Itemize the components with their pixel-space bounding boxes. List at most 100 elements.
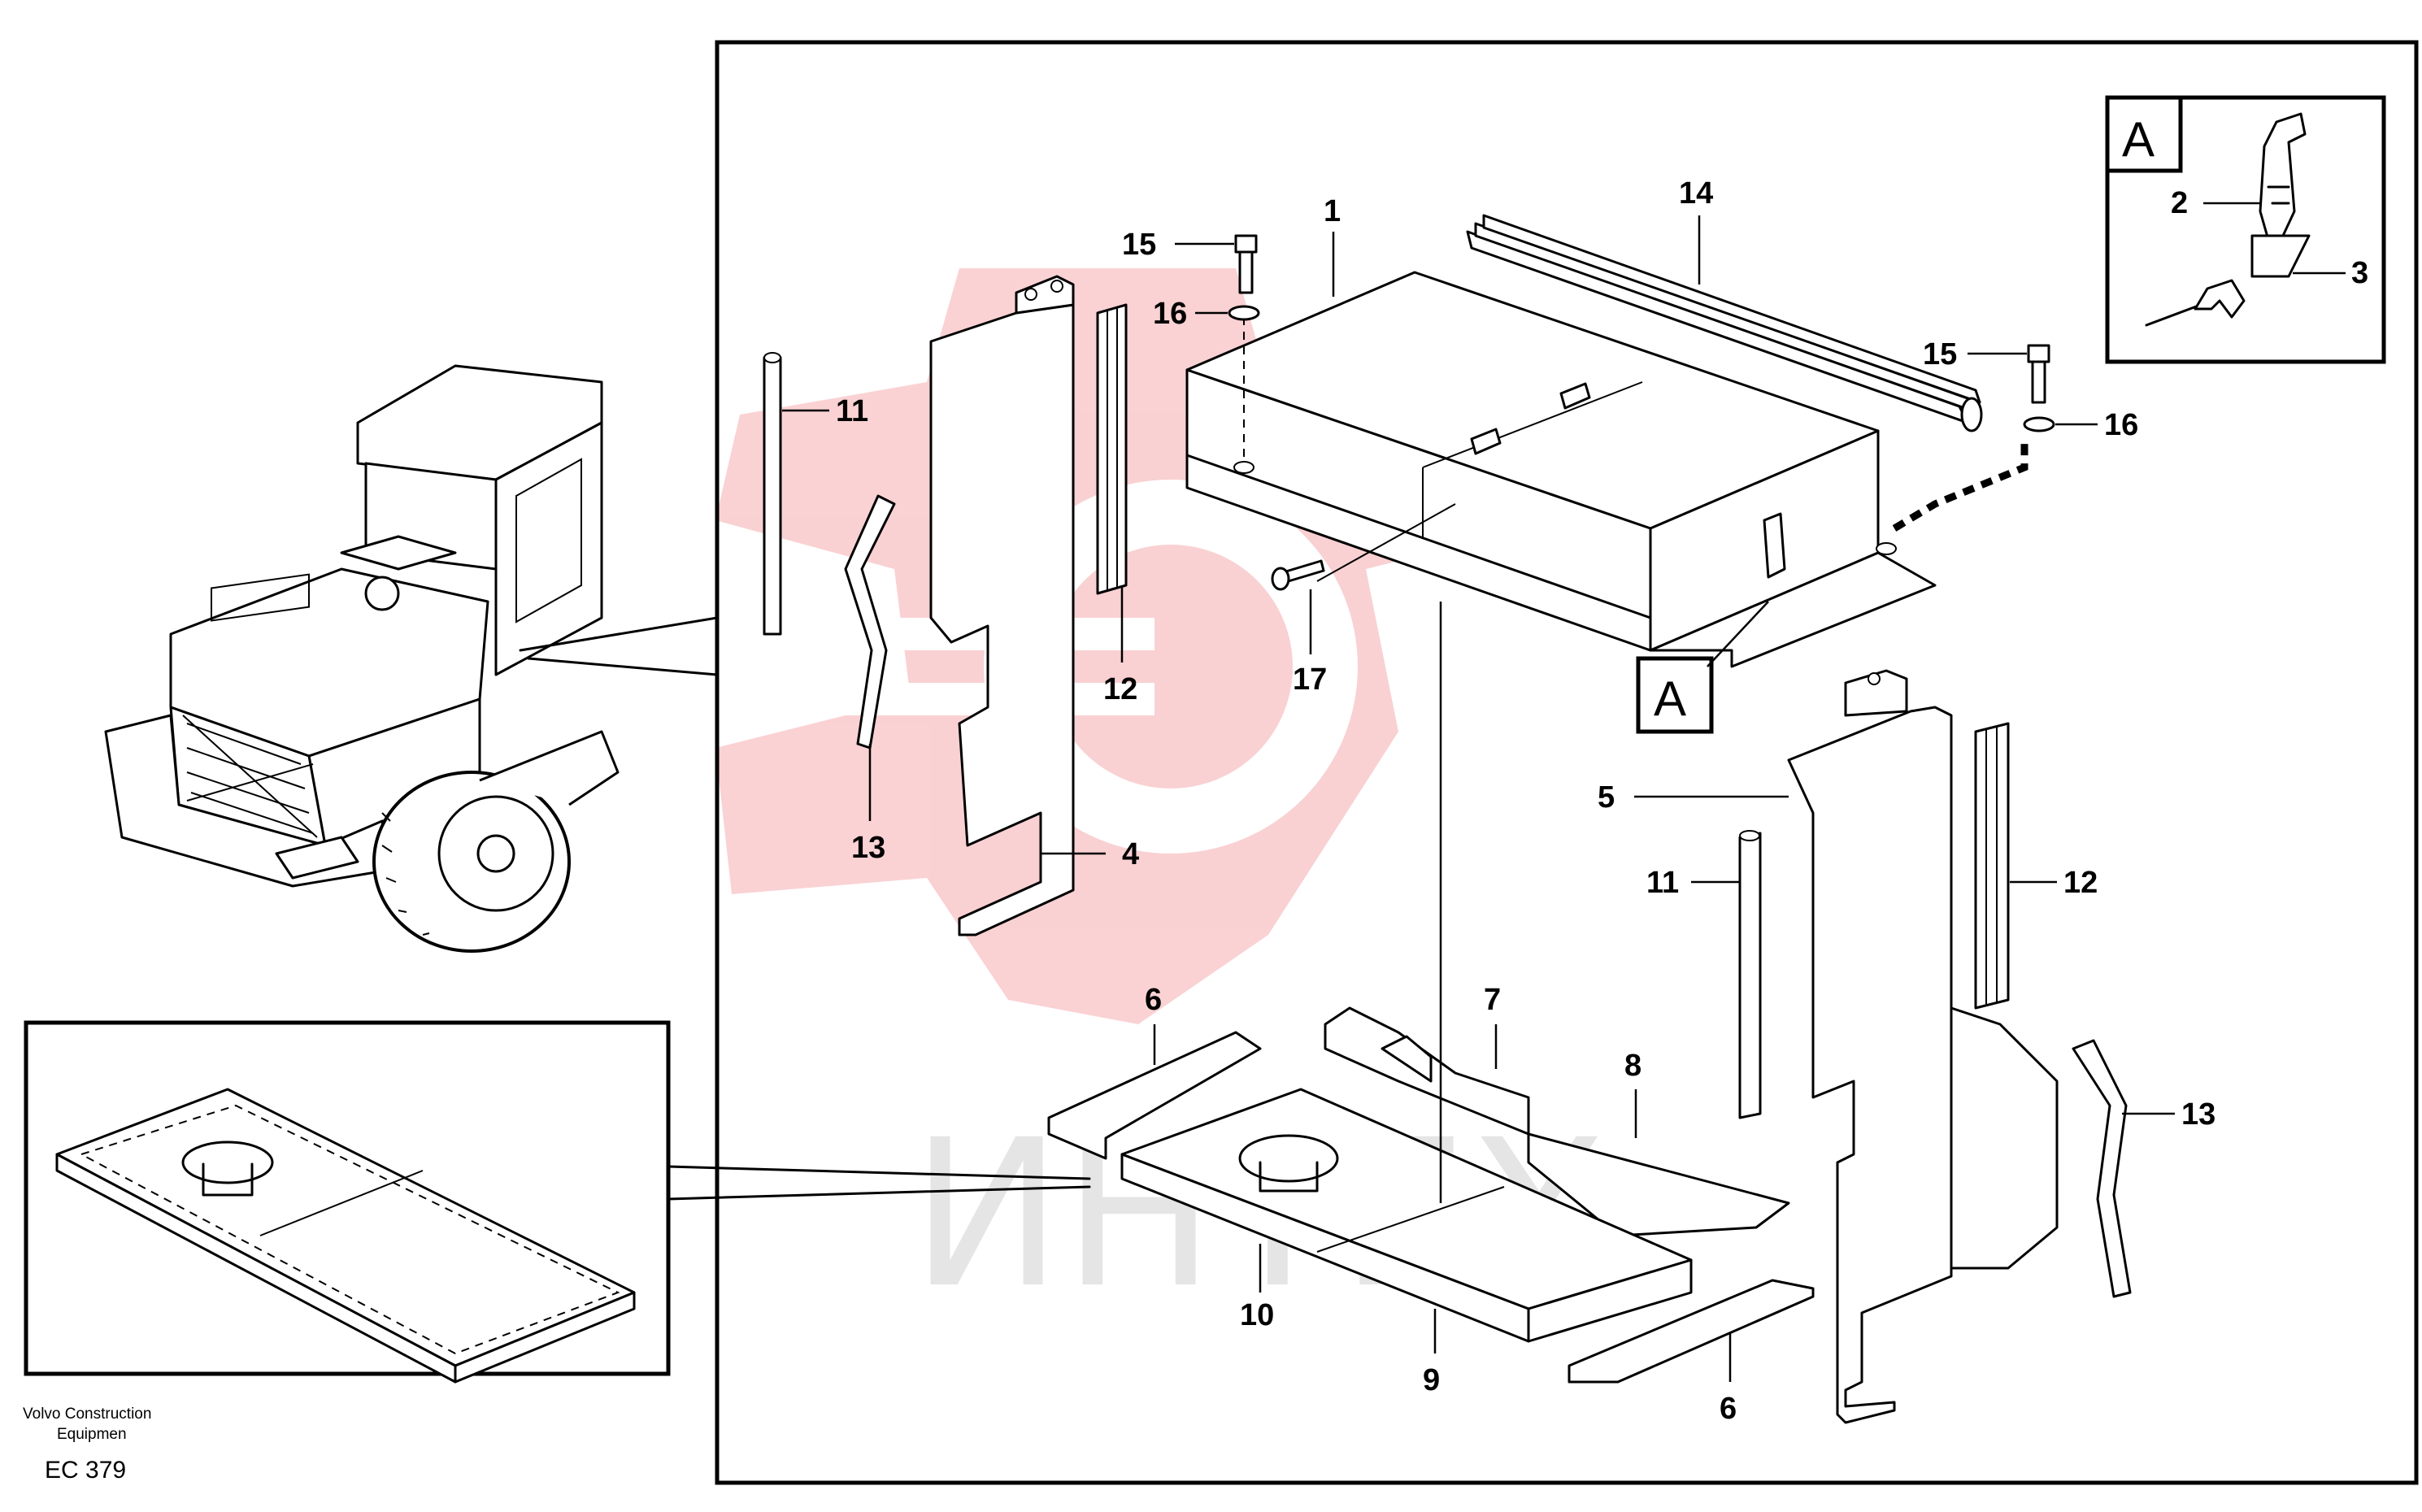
bracket-hole [1024, 288, 1037, 301]
grille-slats [186, 723, 314, 834]
cab-side [494, 421, 603, 676]
part-10-mat-hole [1238, 1134, 1339, 1183]
bracket-hole [1050, 280, 1063, 293]
part-5-flap [1950, 1006, 2059, 1270]
part-16-washer-left [1228, 305, 1260, 321]
detail-view-label-box [2105, 95, 2183, 173]
callout-5: 5 [1598, 780, 1615, 815]
callout-11b: 11 [1646, 866, 1679, 900]
part-5-bracket [1844, 669, 1908, 717]
callout-11a: 11 [836, 394, 868, 428]
zoom-line-mat-top [667, 1165, 1091, 1180]
tire-treads [381, 812, 430, 936]
latch-catch [2250, 234, 2311, 278]
part-16-washer-right [2023, 416, 2055, 432]
lid-hinge [1470, 428, 1502, 455]
wheel-loader-illustration [104, 364, 620, 953]
cable-tube-end [1960, 397, 1983, 432]
mat-detail-seam [259, 1170, 424, 1236]
mat-detail-hole-wall [202, 1162, 254, 1197]
part-7-cutout [1381, 1035, 1433, 1083]
rubber-strip-grooves [1985, 727, 1998, 1006]
callout-16a: 16 [1153, 297, 1187, 331]
part-9-mat-edge-right [1527, 1258, 1693, 1343]
engine-vent [211, 573, 310, 622]
watermark-gear-core [1049, 545, 1293, 789]
callout-8: 8 [1624, 1049, 1641, 1083]
part-6-block [1047, 1031, 1262, 1160]
callout-4: 4 [1122, 837, 1139, 871]
maker-line-1: Volvo Construction [23, 1406, 151, 1423]
mat-detail-dashed-outline [79, 1104, 620, 1355]
bolt-shank [2031, 360, 2046, 404]
part-17-screw [1271, 559, 1325, 591]
callout-7: 7 [1484, 983, 1501, 1017]
bolt-shank [1238, 250, 1254, 294]
counterweight [104, 714, 392, 888]
part-9-mat-seam [1316, 1186, 1505, 1253]
leaders [782, 215, 2175, 1382]
part-10-hole-wall [1259, 1161, 1319, 1193]
callout-1: 1 [1324, 194, 1341, 228]
callout-3: 3 [2351, 256, 2368, 290]
watermark-stripe [732, 683, 1154, 715]
part-6-block [1568, 1279, 1815, 1384]
latch-detail [2267, 185, 2290, 205]
view-marker-box [1636, 656, 1714, 734]
latch-clip [2194, 279, 2246, 319]
bolt-head [2027, 344, 2050, 363]
callout-13a: 13 [851, 831, 885, 865]
part-5-side-panel [1787, 706, 1953, 1424]
view-marker-leader [1707, 601, 1769, 667]
zoom-line-bottom [527, 657, 719, 676]
main-frame [715, 40, 2419, 1485]
cable-tube [1482, 214, 1981, 404]
screw-17-axis [1316, 503, 1456, 582]
grille-cross [182, 715, 318, 838]
part-14-cable-tubes [1466, 214, 1983, 432]
part-11-seal-strip [763, 356, 782, 636]
part-13-curved-seal [2072, 1039, 2132, 1298]
zoom-line-top [519, 616, 719, 652]
callout-17: 17 [1293, 663, 1327, 697]
callout-13b: 13 [2181, 1097, 2215, 1132]
cab-door-window [515, 458, 582, 623]
detail-view-label: A [2122, 112, 2155, 167]
zoom-line-mat-bottom [667, 1185, 1091, 1201]
part-15-bolt-right [2027, 344, 2050, 404]
rear-wheel-hub [476, 834, 515, 873]
mat-detail-edge-right [454, 1291, 636, 1384]
maker-line-2: Equipmen [57, 1426, 127, 1443]
screw-head [1271, 567, 1290, 591]
callout-14: 14 [1679, 176, 1713, 211]
callout-10: 10 [1240, 1298, 1274, 1332]
seal-strip-end [763, 352, 781, 363]
part-12-rubber-strip [1974, 722, 2010, 1010]
callout-6a: 6 [1145, 983, 1162, 1017]
base-mount-hole [1876, 542, 1897, 555]
callout-9: 9 [1423, 1363, 1440, 1397]
bolt-path-right [1892, 443, 2028, 532]
box-mount-hole [1233, 461, 1254, 474]
latch-handle [2259, 112, 2307, 241]
tail-light [275, 836, 359, 880]
watermark-gear-hole [984, 480, 1358, 854]
bracket-hole [1868, 672, 1881, 685]
seal-strip-end [1739, 830, 1760, 841]
box-latch [1763, 512, 1786, 579]
lid-hinge [1559, 382, 1591, 410]
part-8-pad [1527, 1132, 1790, 1237]
chassis [479, 730, 620, 806]
exhaust-cap [364, 576, 400, 611]
callout-2: 2 [2171, 186, 2188, 220]
part-1-battery-box [1185, 271, 1937, 668]
battery-box-hint [340, 535, 457, 571]
rubber-strip-grooves [1107, 307, 1118, 590]
mat-detail-hole [181, 1141, 274, 1184]
mat-detail-box [24, 1020, 671, 1384]
callout-16b: 16 [2104, 408, 2138, 442]
callout-15b: 15 [1923, 337, 1957, 371]
callout-15a: 15 [1122, 228, 1156, 262]
view-marker-label: A [1654, 671, 1686, 726]
